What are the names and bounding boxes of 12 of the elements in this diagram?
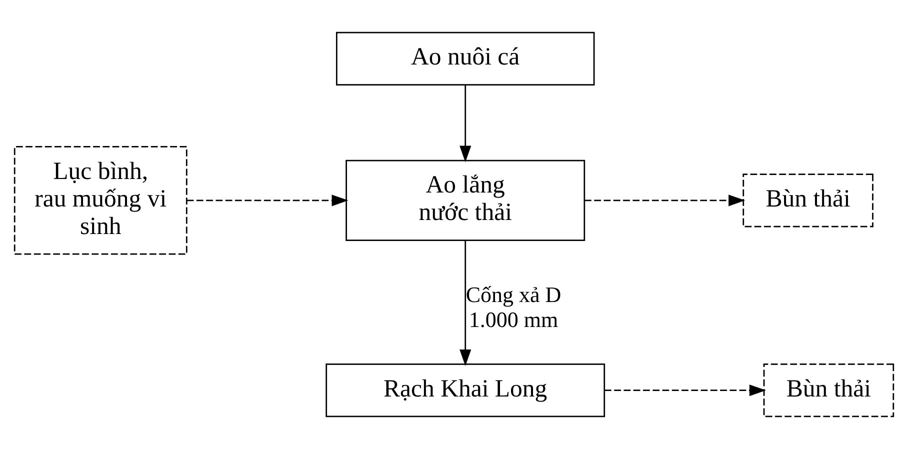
edge-label: Cống xả D 1.000 mm (466, 282, 562, 332)
arrow (604, 384, 766, 396)
node-box: Bùn thải (763, 364, 894, 418)
node-box: Lục bình, rau muống vi sinh (14, 146, 188, 255)
node-box: Rạch Khai Long (326, 364, 606, 418)
node-box: Ao nuôi cá (336, 32, 595, 86)
arrow (460, 240, 472, 366)
node-box: Bùn thải (742, 174, 874, 228)
arrow (460, 84, 472, 162)
arrow (186, 194, 348, 206)
arrow (584, 194, 746, 206)
node-box: Ao lắng nước thải (346, 160, 586, 242)
